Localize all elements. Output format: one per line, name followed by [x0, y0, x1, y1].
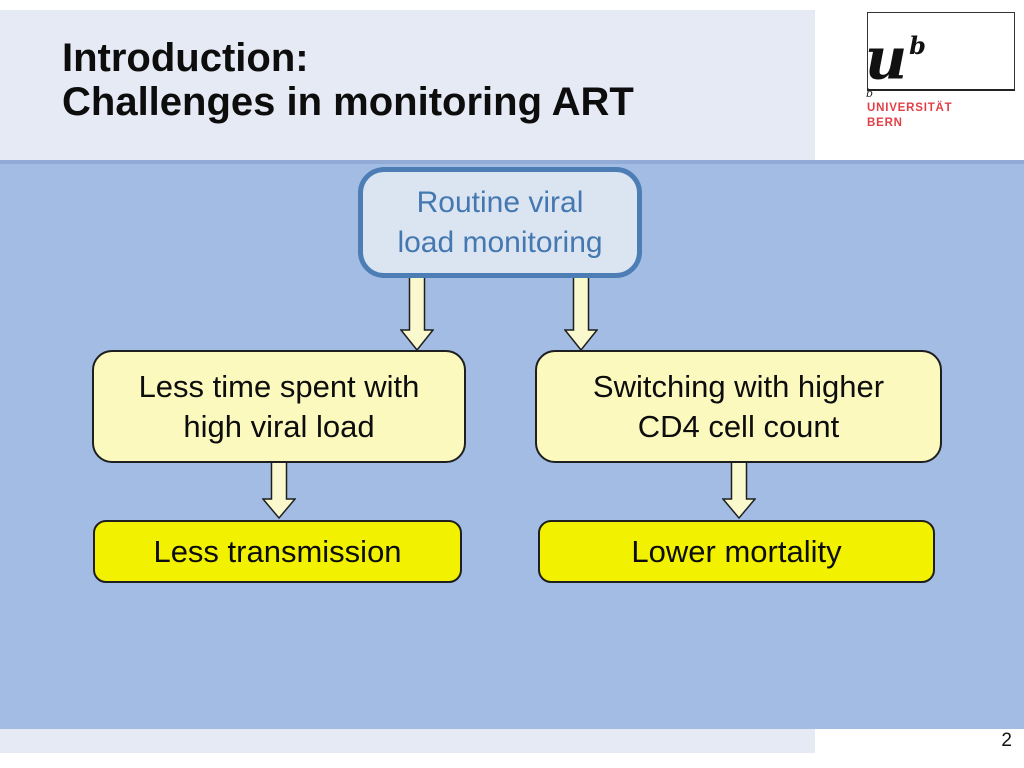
- down-arrow-icon: [564, 276, 598, 351]
- slide-title-line1: Introduction:: [62, 36, 309, 80]
- right-outcome-label: Lower mortality: [631, 533, 842, 569]
- left-branch-line2: high viral load: [183, 408, 375, 444]
- right-branch-line1: Switching with higher: [592, 368, 885, 404]
- slide-title-line2: Challenges in monitoring ART: [62, 80, 634, 124]
- left-outcome-label: Less transmission: [153, 533, 402, 569]
- down-arrow-icon: [722, 461, 756, 520]
- slide-title: Introduction: Challenges in monitoring A…: [62, 36, 634, 124]
- flowchart-root-node: Routine viral load monitoring: [358, 167, 642, 278]
- footer-band: [0, 729, 815, 753]
- root-node-line1: Routine viral: [416, 185, 584, 219]
- logo-university-label: UNIVERSITÄT: [867, 102, 953, 114]
- content-divider: [0, 160, 1024, 164]
- left-branch-line1: Less time spent with: [138, 368, 420, 404]
- flowchart-right-branch-node: Switching with higher CD4 cell count: [535, 350, 942, 463]
- root-node-line2: load monitoring: [397, 225, 603, 259]
- logo-wordmark: UNIVERSITÄT BERN: [867, 101, 952, 130]
- flowchart-left-outcome-node: Less transmission: [93, 520, 462, 583]
- logo-frame: ub: [865, 12, 1015, 93]
- university-logo: ub b UNIVERSITÄT BERN: [815, 0, 1024, 160]
- header-band: [0, 10, 815, 160]
- logo-u-mark-icon: ub: [865, 24, 926, 93]
- flowchart-right-outcome-node: Lower mortality: [538, 520, 935, 583]
- logo-small-b: b: [866, 87, 874, 100]
- logo-b-superscript: b: [909, 31, 926, 60]
- right-branch-line2: CD4 cell count: [637, 408, 840, 444]
- logo-city-label: BERN: [867, 116, 903, 129]
- down-arrow-icon: [400, 276, 434, 351]
- down-arrow-icon: [262, 461, 296, 520]
- flowchart-left-branch-node: Less time spent with high viral load: [92, 350, 466, 463]
- page-number: 2: [1001, 730, 1012, 751]
